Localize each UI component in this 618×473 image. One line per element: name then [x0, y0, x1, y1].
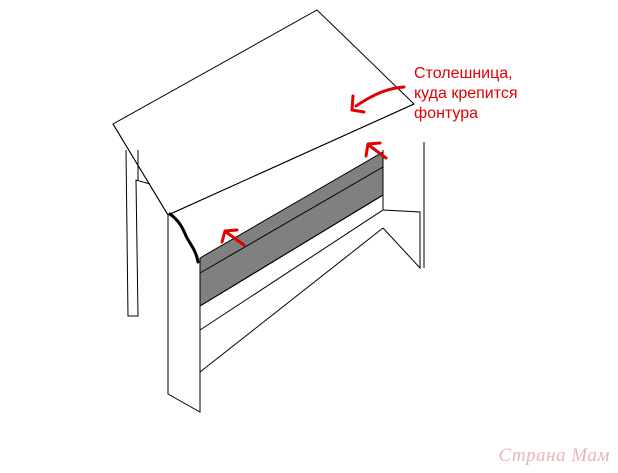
annotation-label: Столешница, куда крепится фонтура — [414, 65, 518, 122]
rear-left-leg — [125, 149, 151, 317]
knitting-bed-panel — [199, 151, 384, 307]
shelf-line-3 — [199, 209, 384, 331]
shelf-line-1 — [167, 103, 415, 216]
shelf-line-2 — [199, 194, 384, 307]
fold-mark — [168, 212, 200, 264]
shelf-line-4 — [199, 227, 384, 373]
watermark: Страна Мам — [498, 445, 610, 466]
arrow-annotation — [350, 85, 406, 114]
arrow-right — [364, 141, 388, 160]
arrow-left — [220, 228, 246, 247]
right-rear-leg — [382, 150, 421, 270]
front-left-leg — [167, 215, 201, 413]
knitting-bed-ridge — [199, 166, 384, 274]
tabletop-edge — [112, 123, 169, 216]
